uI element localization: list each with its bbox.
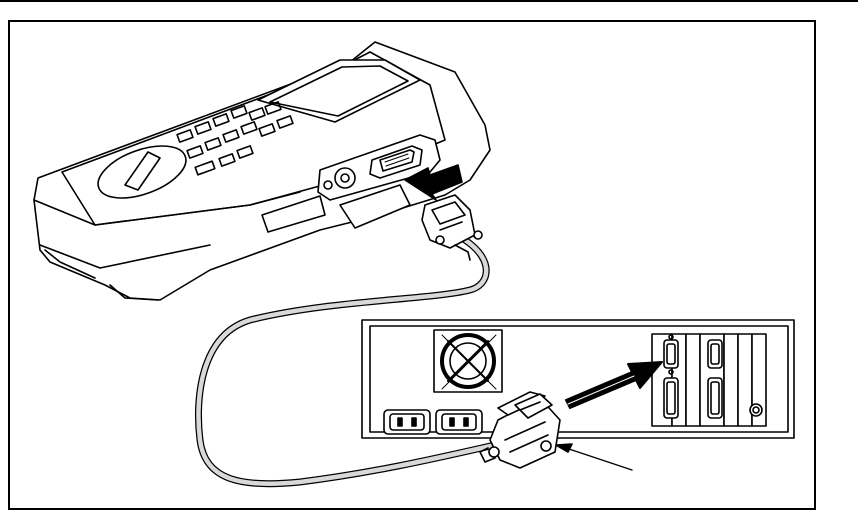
fan-grille xyxy=(434,330,502,392)
callout-arrow xyxy=(556,444,632,470)
pc-serial-port xyxy=(664,335,678,374)
pc-rear-panel xyxy=(362,320,794,438)
expansion-slots xyxy=(652,334,766,426)
